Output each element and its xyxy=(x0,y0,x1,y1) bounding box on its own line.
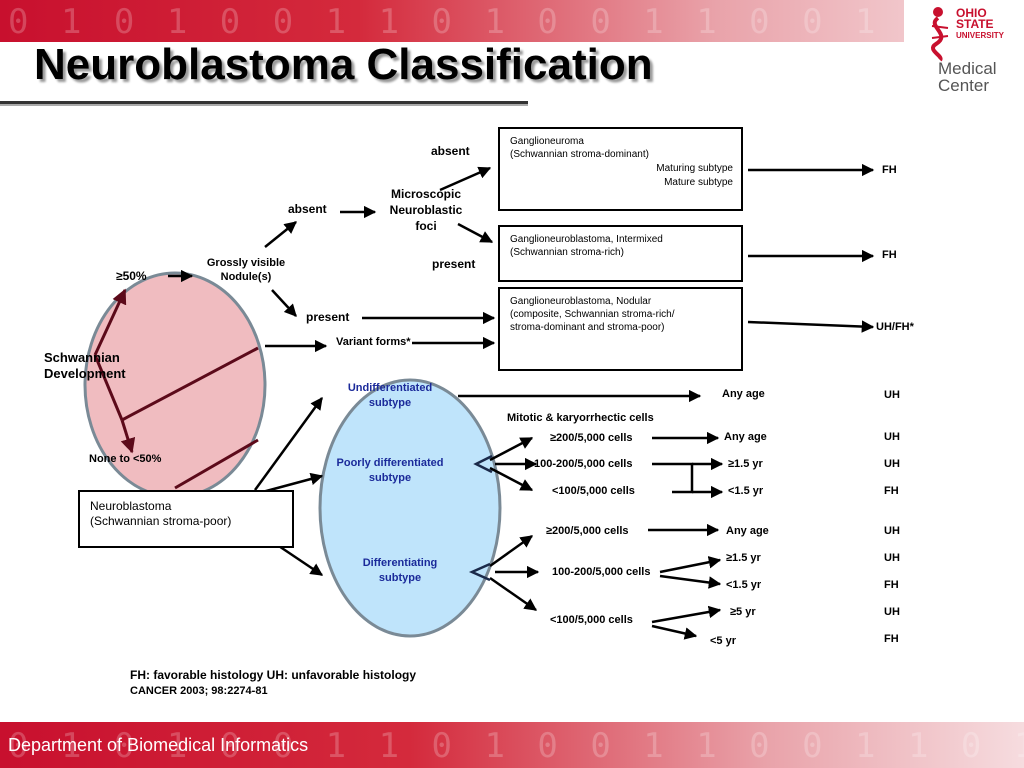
d-lt100-outcome-1: UH xyxy=(884,606,900,618)
top-banner: 0 1 0 1 0 0 1 1 0 1 0 0 1 1 0 0 1 1 0 1 xyxy=(0,0,1024,42)
bottom-banner: 0 1 0 1 0 0 1 1 0 1 0 0 1 1 0 0 1 1 0 1 … xyxy=(0,722,1024,768)
d-lt100-outcome-2: FH xyxy=(884,633,899,645)
pd-200-age: Any age xyxy=(724,431,767,443)
histology-legend: FH: favorable histology UH: unfavorable … xyxy=(130,668,417,682)
present-label-2: present xyxy=(306,310,350,324)
schwannian-branch-lines xyxy=(93,288,259,490)
page-title: Neuroblastoma Classification xyxy=(34,40,653,89)
d-100-age-1: ≥1.5 yr xyxy=(726,552,761,564)
citation: CANCER 2003; 98:2274-81 xyxy=(130,685,268,697)
absent-label-1: absent xyxy=(288,202,327,216)
ge50-label: ≥50% xyxy=(116,269,147,283)
d-100-age-2: <1.5 yr xyxy=(726,579,762,591)
intermixed-box: Ganglioneuroblastoma, Intermixed (Schwan… xyxy=(498,225,743,282)
logo-med1: Medical xyxy=(938,59,997,78)
neuroblastoma-ellipse xyxy=(318,378,502,638)
banner-binary-pattern: 0 1 0 1 0 0 1 1 0 1 0 0 1 1 0 0 1 1 0 1 xyxy=(8,2,1024,42)
d-100-outcome-1: UH xyxy=(884,552,900,564)
schwannian-development-label: Schwannian Development xyxy=(44,350,126,381)
osu-medical-center-logo: OHIO STATE UNIVERSITY Medical Center xyxy=(904,0,1024,105)
maturing-subtype: Maturing subtype xyxy=(656,163,733,174)
dna-figure-icon xyxy=(931,7,949,62)
d-lt100-age-1: ≥5 yr xyxy=(730,606,756,618)
pd-100-outcome: UH xyxy=(884,458,900,470)
logo-line3: UNIVERSITY xyxy=(956,31,1005,40)
intermixed-subtitle: (Schwannian stroma-rich) xyxy=(510,247,624,258)
pd-100-cells: 100-200/5,000 cells xyxy=(534,458,633,470)
pd-lt100-cells: <100/5,000 cells xyxy=(552,485,635,497)
intermixed-title: Ganglioneuroblastoma, Intermixed xyxy=(510,234,663,245)
uhfh-nodular: UH/FH* xyxy=(876,321,914,333)
logo-med2: Center xyxy=(938,76,990,95)
department-label: Department of Biomedical Informatics xyxy=(8,735,309,755)
nodular-title: Ganglioneuroblastoma, Nodular xyxy=(510,296,652,307)
neuroblastoma-subtitle: (Schwannian stroma-poor) xyxy=(90,514,232,528)
mitotic-label: Mitotic & karyorrhectic cells xyxy=(507,412,654,424)
logo-medical-center: Medical Center xyxy=(938,60,997,94)
present-label-1: present xyxy=(432,257,476,271)
d-100-cells: 100-200/5,000 cells xyxy=(552,566,651,578)
variant-forms-label: Variant forms* xyxy=(336,336,411,348)
logo-line1: OHIO xyxy=(956,6,987,20)
d-200-age: Any age xyxy=(726,525,769,537)
d-100-outcome-2: FH xyxy=(884,579,899,591)
differentiating-label: Differentiating subtype xyxy=(362,557,438,584)
undifferentiated-label: Undifferentiated subtype xyxy=(347,382,433,409)
flow-arrows xyxy=(168,163,875,640)
undiff-outcome: UH xyxy=(884,389,900,401)
undiff-age: Any age xyxy=(722,388,765,400)
d-200-cells: ≥200/5,000 cells xyxy=(546,525,629,537)
ganglioneuroma-box: Ganglioneuroma (Schwannian stroma-domina… xyxy=(498,127,743,211)
nodular-line3: stroma-dominant and stroma-poor) xyxy=(510,322,665,333)
pd-lt100-age: <1.5 yr xyxy=(728,485,764,497)
absent-label-2: absent xyxy=(431,144,470,158)
pd-200-cells: ≥200/5,000 cells xyxy=(550,432,633,444)
title-underline xyxy=(0,101,528,106)
ganglioneuroma-title: Ganglioneuroma xyxy=(510,136,584,147)
fh-ganglioneuroma: FH xyxy=(882,164,897,176)
grossly-visible-label: Grossly visible Nodule(s) xyxy=(206,257,286,283)
fh-intermixed: FH xyxy=(882,249,897,261)
microscopic-foci-label: Microscopic Neuroblastic foci xyxy=(389,187,463,233)
mature-subtype: Mature subtype xyxy=(664,177,733,188)
nodular-box: Ganglioneuroblastoma, Nodular (composite… xyxy=(498,287,743,371)
bottom-binary-pattern: 0 1 0 1 0 0 1 1 0 1 0 0 1 1 0 0 1 1 0 1 xyxy=(8,726,1024,766)
logo-line2: STATE xyxy=(956,17,994,31)
poorly-differentiated-label: Poorly differentiated subtype xyxy=(336,457,444,484)
pd-100-age: ≥1.5 yr xyxy=(728,458,763,470)
pd-200-outcome: UH xyxy=(884,431,900,443)
nodular-line2: (composite, Schwannian stroma-rich/ xyxy=(510,309,675,320)
logo-university-name: OHIO STATE UNIVERSITY xyxy=(956,6,1005,41)
split-brackets xyxy=(468,454,493,582)
neuroblastoma-box: Neuroblastoma (Schwannian stroma-poor) xyxy=(78,490,294,548)
neuroblastoma-title: Neuroblastoma xyxy=(90,499,172,513)
d-200-outcome: UH xyxy=(884,525,900,537)
pd-lt100-outcome: FH xyxy=(884,485,899,497)
none50-label: None to <50% xyxy=(89,453,162,465)
ganglioneuroma-subtitle: (Schwannian stroma-dominant) xyxy=(510,149,649,160)
d-lt100-age-2: <5 yr xyxy=(710,635,736,647)
d-lt100-cells: <100/5,000 cells xyxy=(550,614,633,626)
